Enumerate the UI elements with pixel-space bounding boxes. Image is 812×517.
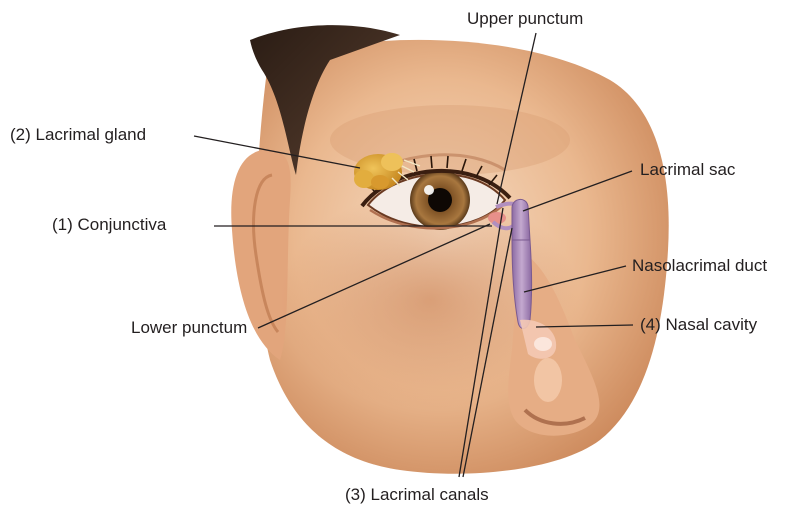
eye-highlight — [424, 185, 434, 195]
nose-highlight — [534, 358, 562, 402]
label-lacrimal-canals: (3) Lacrimal canals — [345, 485, 489, 505]
label-lacrimal-sac: Lacrimal sac — [640, 160, 735, 180]
label-upper-punctum: Upper punctum — [467, 9, 583, 29]
label-lacrimal-gland: (2) Lacrimal gland — [10, 125, 146, 145]
label-lower-punctum: Lower punctum — [131, 318, 247, 338]
caruncle — [488, 212, 506, 224]
label-nasolacrimal-duct: Nasolacrimal duct — [632, 256, 767, 276]
lacrimal-sac-shape — [512, 199, 530, 242]
label-nasal-cavity: (4) Nasal cavity — [640, 315, 757, 335]
nasal-cavity-highlight — [534, 337, 552, 351]
label-conjunctiva: (1) Conjunctiva — [52, 215, 166, 235]
